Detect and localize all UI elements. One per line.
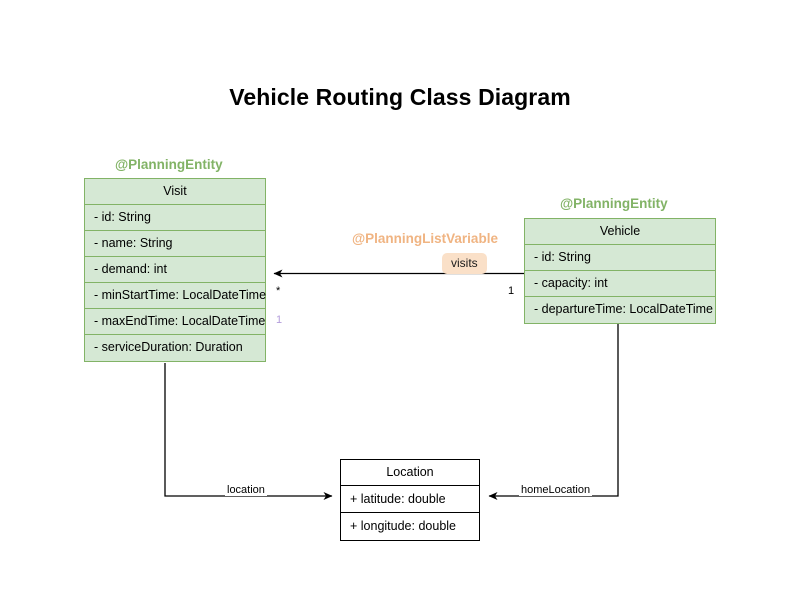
class-name-visit: Visit	[85, 179, 265, 205]
multiplicity-vehicle-side: 1	[508, 285, 515, 297]
association-role-visits: visits	[442, 253, 487, 274]
class-attribute: - maxEndTime: LocalDateTime	[85, 309, 265, 335]
class-attribute: - minStartTime: LocalDateTime	[85, 283, 266, 309]
association-role-homelocation: homeLocation	[519, 484, 593, 496]
stereotype-vehicle: @PlanningEntity	[560, 196, 668, 211]
class-box-location[interactable]: Location + latitude: double + longitude:…	[340, 459, 480, 541]
page-title: Vehicle Routing Class Diagram	[229, 84, 571, 110]
class-box-visit[interactable]: Visit - id: String - name: String - dema…	[84, 178, 266, 362]
class-name-location: Location	[341, 460, 479, 486]
class-attribute: - name: String	[85, 231, 265, 257]
association-line-visit-location	[164, 363, 333, 500]
class-attribute: + latitude: double	[341, 486, 479, 513]
association-line-vehicle-homelocation	[488, 323, 619, 500]
multiplicity-visit-location-side: 1	[276, 314, 283, 326]
class-attribute: - demand: int	[85, 257, 265, 283]
multiplicity-visit-side: *	[276, 285, 281, 297]
class-box-vehicle[interactable]: Vehicle - id: String - capacity: int - d…	[524, 218, 716, 324]
class-name-vehicle: Vehicle	[525, 219, 715, 245]
class-attribute: - serviceDuration: Duration	[94, 340, 243, 354]
association-visit-location	[164, 363, 333, 500]
association-vehicle-homelocation	[488, 323, 619, 500]
stereotype-visit: @PlanningEntity	[115, 157, 223, 172]
class-attribute: - id: String	[525, 245, 715, 271]
class-attribute: - departureTime: LocalDateTime	[534, 302, 714, 316]
class-attribute: + longitude: double	[350, 519, 456, 533]
stereotype-planning-list-variable: @PlanningListVariable	[352, 231, 498, 246]
class-attribute: - id: String	[85, 205, 265, 231]
association-role-location: location	[225, 484, 267, 496]
class-attribute: - capacity: int	[525, 271, 715, 297]
